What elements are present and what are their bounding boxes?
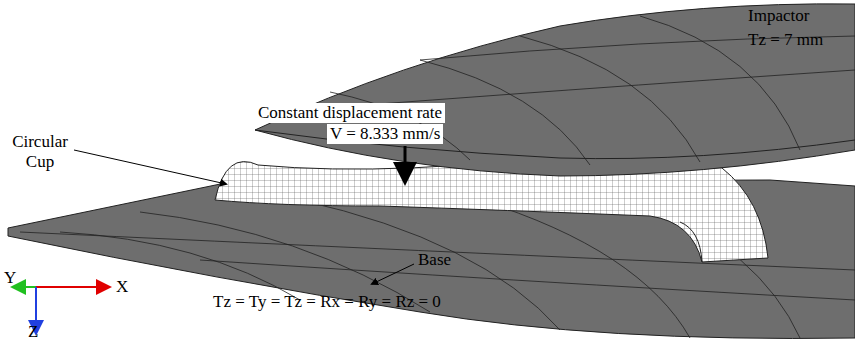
load-label: Constant displacement rate	[255, 103, 445, 123]
part-name: Base	[418, 250, 451, 270]
constraint-label: Tz = Ty = Tz = Rx = Ry = Rz = 0	[213, 292, 441, 312]
constraint-label: Tz = 7 mm	[748, 30, 823, 50]
part-name: Impactor	[748, 6, 809, 26]
axis-label: Y	[4, 268, 16, 288]
part-name: Circular Cup	[2, 132, 78, 172]
axis-label: Z	[28, 322, 38, 342]
axis-label: X	[116, 277, 128, 297]
load-value: V = 8.333 mm/s	[327, 124, 443, 144]
